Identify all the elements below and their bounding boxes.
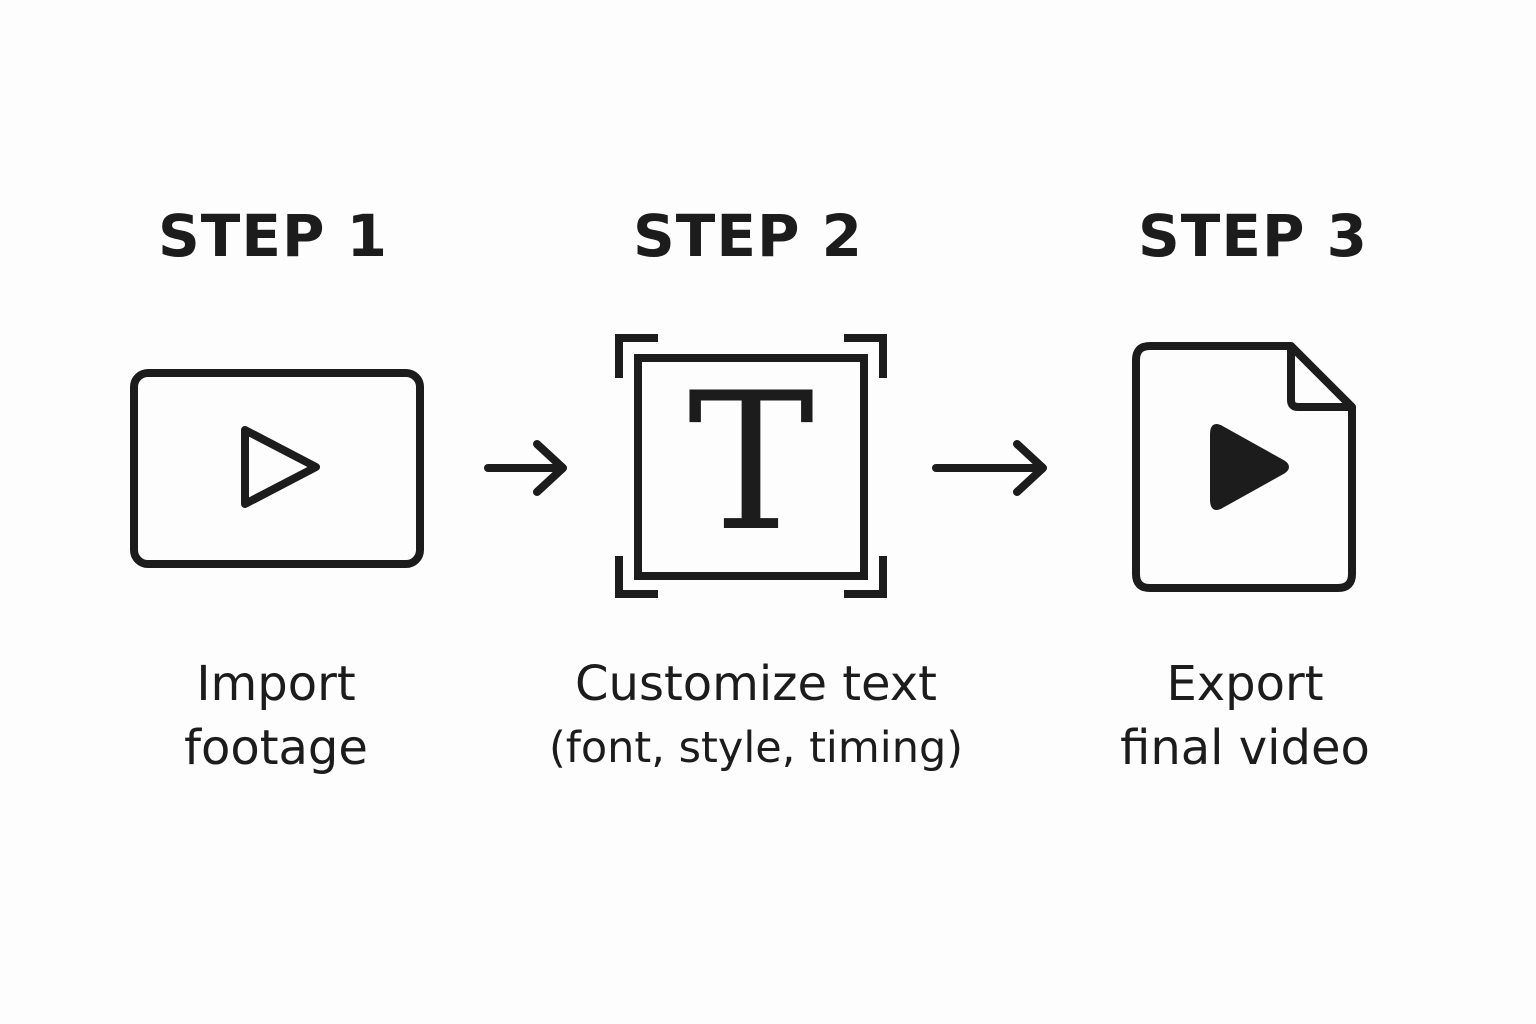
step-3-caption-line-1: Export [1166, 656, 1324, 712]
text-letter-icon: T [688, 352, 815, 573]
video-player-icon [130, 369, 424, 568]
step-2-heading: STEP 2 [632, 202, 863, 270]
step-1-heading: STEP 1 [157, 202, 388, 270]
step-2-caption: Customize text (font, style, timing) [516, 652, 996, 780]
step-3-heading: STEP 3 [1137, 202, 1368, 270]
arrow-right-icon [932, 440, 1047, 496]
step-2-caption-line-2: (font, style, timing) [548, 723, 964, 773]
step-1-caption-line-1: Import [196, 656, 356, 712]
video-file-icon [1132, 342, 1356, 592]
arrow-right-icon [484, 440, 567, 496]
step-3-caption: Export final video [1005, 652, 1485, 780]
text-frame-icon: T [615, 334, 887, 598]
step-1-caption: Import footage [36, 652, 516, 780]
step-1-caption-line-2: footage [184, 720, 368, 776]
step-3-caption-line-2: final video [1120, 720, 1370, 776]
step-2-caption-line-1: Customize text [575, 656, 937, 712]
